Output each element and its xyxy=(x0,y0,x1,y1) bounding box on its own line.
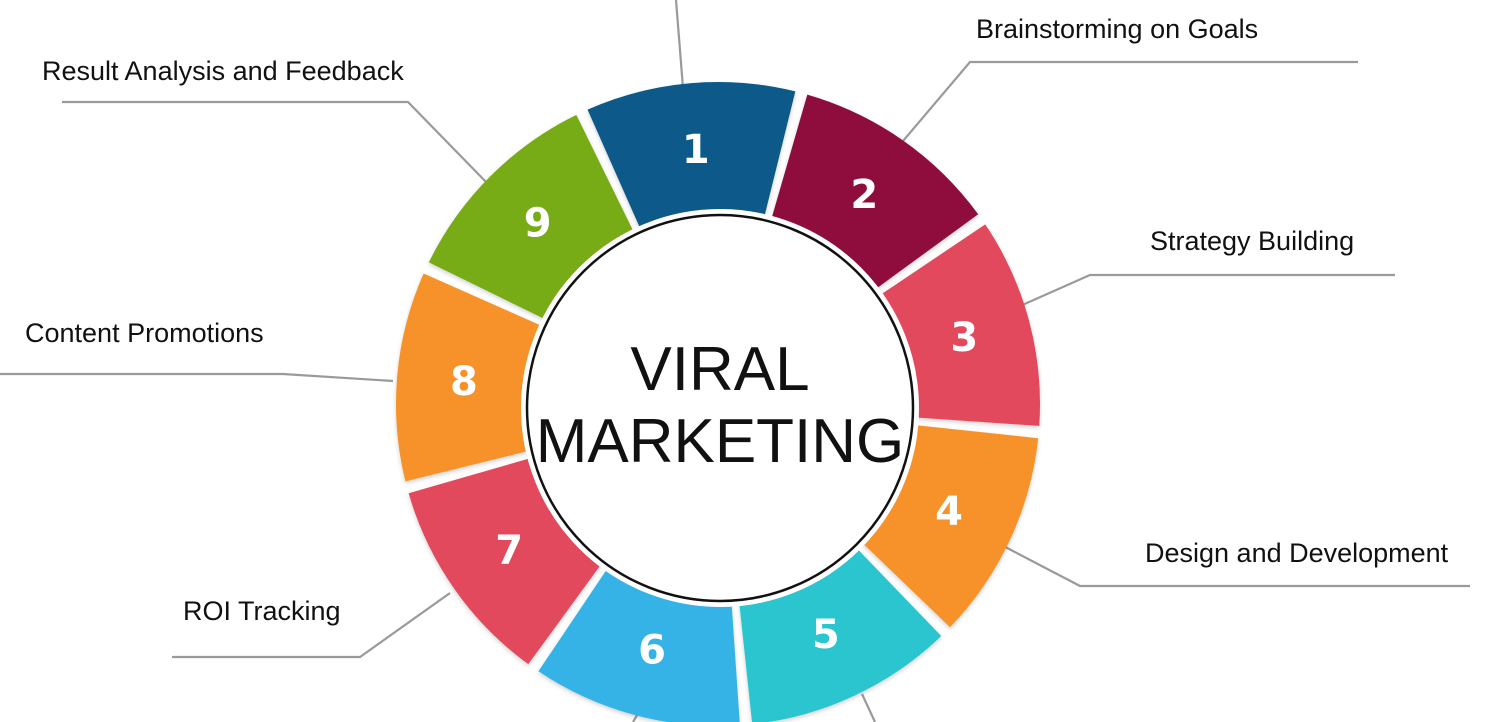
center-circle xyxy=(525,213,915,603)
leader-line-8 xyxy=(0,372,394,383)
leader-line-7 xyxy=(172,592,451,659)
step-labels: Brainstorming on Goals Strategy Building… xyxy=(25,14,1449,626)
label-step-3: Strategy Building xyxy=(1150,226,1354,256)
segment-step-1: 1 xyxy=(587,82,796,233)
leader-line-4 xyxy=(989,538,1470,588)
label-step-4: Design and Development xyxy=(1145,538,1449,568)
label-step-8: Content Promotions xyxy=(25,318,264,348)
leader-line-1 xyxy=(674,0,685,89)
leader-line-3 xyxy=(1001,273,1395,316)
segment-number: 4 xyxy=(935,489,963,535)
segment-step-8: 8 xyxy=(395,273,547,482)
center-hub: VIRAL MARKETING xyxy=(521,209,919,607)
segment-number: 6 xyxy=(638,627,666,673)
segment-shape xyxy=(395,273,547,482)
leader-line-9 xyxy=(62,100,488,184)
leader-line-5 xyxy=(861,693,876,722)
segment-number: 9 xyxy=(524,201,552,247)
leader-line-2 xyxy=(902,60,1358,142)
segment-number: 1 xyxy=(682,127,710,173)
center-title-line2: MARKETING xyxy=(536,407,905,476)
segment-number: 2 xyxy=(850,172,878,218)
segment-number: 3 xyxy=(950,315,978,361)
segment-number: 5 xyxy=(812,612,840,658)
label-step-2: Brainstorming on Goals xyxy=(976,14,1258,44)
label-step-9: Result Analysis and Feedback xyxy=(42,56,404,86)
label-step-7: ROI Tracking xyxy=(183,596,341,626)
segment-shape xyxy=(587,82,796,233)
segment-number: 7 xyxy=(495,527,523,573)
center-title-line1: VIRAL xyxy=(630,335,809,404)
segment-number: 8 xyxy=(450,359,478,405)
